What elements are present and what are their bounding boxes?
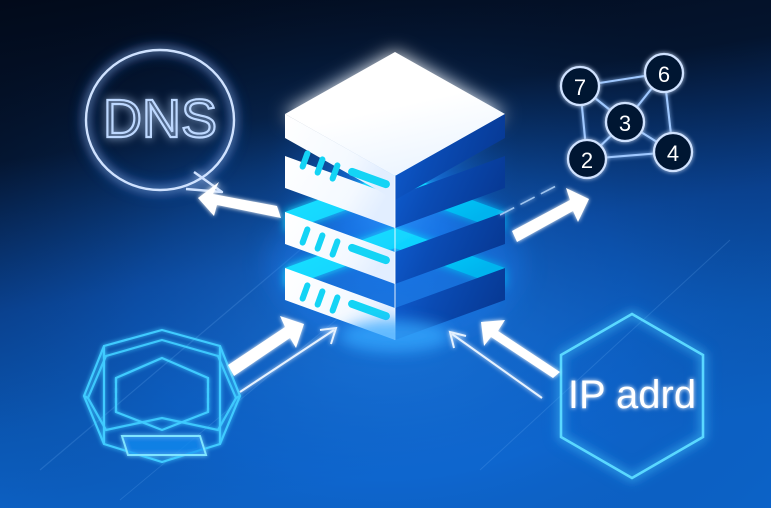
- prism-base-slot: [120, 435, 208, 456]
- prism-strut-far-left: [83, 395, 89, 399]
- arrow-server-to-dns: [198, 182, 281, 218]
- ip-address-hexagon[interactable]: IP adrd: [557, 309, 707, 483]
- server-tier-left-face: [285, 156, 395, 228]
- server-tier-left-face: [285, 268, 395, 340]
- arrow-thin-shaft: [239, 329, 335, 393]
- arrow-shape: [198, 182, 281, 218]
- arrow-shape: [481, 320, 560, 378]
- graph-node-label: 4: [667, 141, 679, 166]
- server-tier-right-face: [395, 268, 505, 340]
- arrow-thin-head: [319, 326, 338, 345]
- prism-top-face: [86, 338, 238, 432]
- server-tier-bar: [348, 243, 390, 265]
- arrow-thin-head: [448, 330, 467, 349]
- graph-node-circle: [652, 131, 694, 173]
- server-tier-leds: [299, 226, 341, 258]
- dns-bubble[interactable]: DNS: [82, 46, 238, 194]
- graph-node-label: 3: [619, 111, 631, 136]
- arrow-shape: [228, 316, 304, 376]
- arrow-graph-hint-line: [499, 185, 557, 216]
- dns-bubble-tail: [185, 171, 224, 194]
- graph-node-label: 7: [574, 75, 586, 100]
- arrow-prism-to-server: [228, 316, 304, 376]
- server-tier-left-face: [285, 212, 395, 284]
- arrow-thin-shaft: [451, 333, 543, 399]
- graph-node-circle: [604, 101, 646, 143]
- server-tier-right-face: [395, 156, 505, 228]
- arrow-ip-to-server-thin: [448, 330, 543, 399]
- server-tier-bar: [348, 167, 390, 189]
- arrows-layer: [198, 182, 589, 399]
- server-tier-bar: [348, 299, 390, 321]
- graph-node-circle: [559, 65, 601, 107]
- prism-outer-octagon: [82, 328, 242, 464]
- graph-node-6[interactable]: 6: [643, 52, 685, 94]
- server-tier-leds: [299, 150, 341, 182]
- graph-node-4[interactable]: 4: [652, 131, 694, 173]
- graph-node-label: 2: [581, 148, 593, 173]
- prism-strut-far-right: [235, 395, 241, 399]
- server-tier-leds: [299, 282, 341, 314]
- arrow-ip-to-server: [481, 320, 560, 378]
- graph-node-label: 6: [658, 62, 670, 87]
- graph-node-2[interactable]: 2: [566, 138, 608, 180]
- dns-label: DNS: [103, 89, 217, 149]
- graph-node-7[interactable]: 7: [559, 65, 601, 107]
- dns-bubble-outline: [84, 48, 236, 192]
- octagonal-prism[interactable]: [82, 328, 242, 464]
- arrow-prism-to-server-thin: [239, 326, 338, 393]
- ip-hexagon-label: IP adrd: [568, 373, 696, 417]
- arrow-server-to-graph: [512, 188, 589, 242]
- arrow-shape: [512, 188, 589, 242]
- server-tier-top: [285, 52, 505, 228]
- ip-hexagon-outline: [559, 312, 705, 480]
- background-streaks: [39, 239, 731, 501]
- server-top-right-skirt: [395, 114, 505, 200]
- graph-node-circle: [566, 138, 608, 180]
- network-graph[interactable]: 7 6 3 2 4: [559, 52, 694, 180]
- graph-node-3[interactable]: 3: [604, 101, 646, 143]
- server-base-glow: [340, 320, 450, 352]
- server-tier-right-face: [395, 212, 505, 284]
- graph-node-circle: [643, 52, 685, 94]
- server-stack[interactable]: [260, 50, 530, 352]
